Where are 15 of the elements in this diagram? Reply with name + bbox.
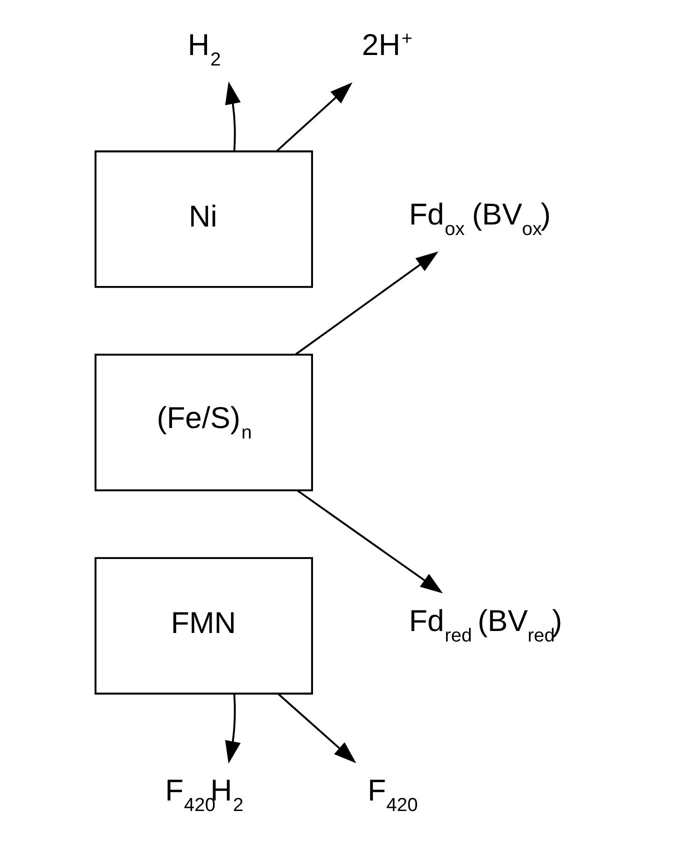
arrow: [276, 82, 352, 152]
node-text: Fd$_{ox}$ (BV$_{ox}$): [408, 198, 550, 239]
node-text: Fd$_{red}$ (BV$_{red}$): [408, 605, 562, 646]
node-box: (Fe/S)$_{n}$: [94, 354, 312, 492]
arrow: [224, 82, 240, 152]
arrow: [224, 694, 240, 764]
node-text: 2H$^{+}$: [361, 27, 412, 62]
node-text: H$_{2}$: [187, 28, 220, 70]
node-text: F$_{420}$H$_{2}$: [164, 774, 243, 816]
arrow: [294, 251, 438, 356]
node-text: F$_{420}$: [367, 774, 418, 816]
arrow: [296, 490, 442, 594]
arrow: [276, 692, 356, 764]
node-box: Ni: [94, 150, 312, 288]
node-box: FMN: [94, 557, 312, 695]
